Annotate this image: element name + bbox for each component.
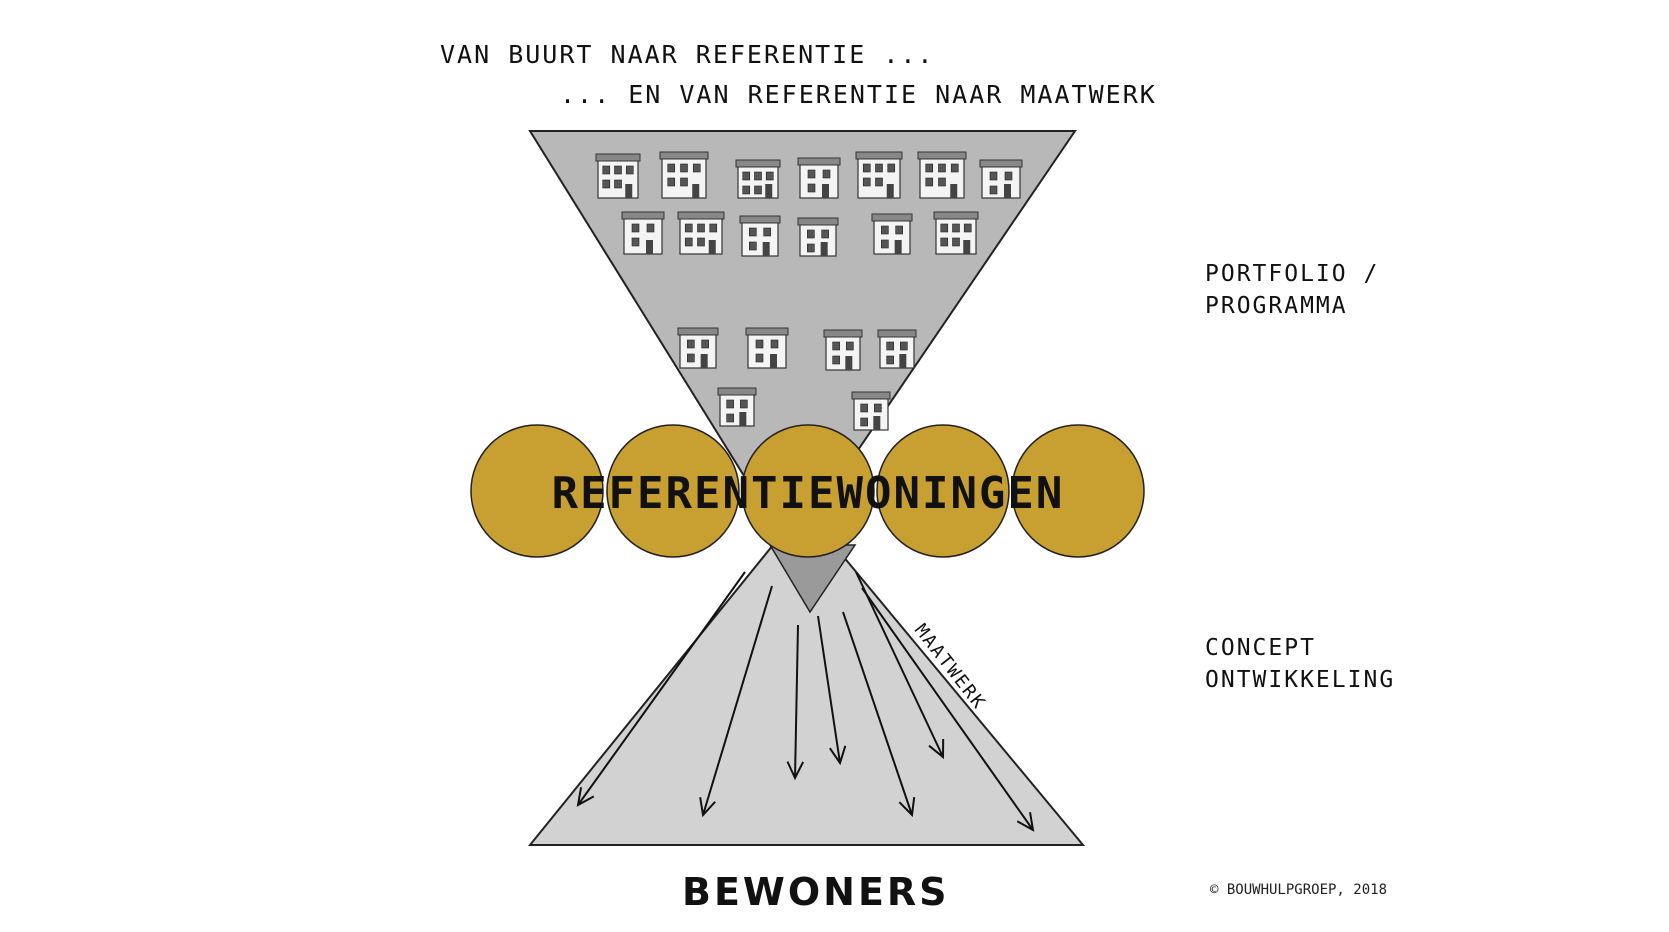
house-icon: [797, 157, 841, 199]
house-icon: [877, 329, 917, 369]
arrow-icon: [861, 587, 1035, 832]
center-label: REFERENTIEWONINGEN: [552, 468, 1065, 519]
arrow-icon: [817, 615, 847, 766]
house-icon: [979, 159, 1023, 199]
house-icon: [855, 151, 903, 199]
house-icon: [871, 213, 913, 255]
copyright-text: © BOUWHULPGROEP, 2018: [1210, 882, 1388, 898]
residents-label: BEWONERS: [682, 870, 950, 914]
house-icon: [735, 159, 781, 199]
reference-circle-5: [1011, 424, 1145, 558]
concept-triangle: [527, 506, 1086, 846]
house-icon: [933, 211, 979, 255]
house-icon: [745, 327, 789, 369]
house-icon: [739, 215, 781, 257]
portfolio-label-line-1: PORTFOLIO /: [1205, 261, 1380, 287]
reference-circle-2: [606, 424, 740, 558]
concept-label-line-2: ONTWIKKELING: [1205, 667, 1396, 693]
reference-circle-4: [876, 424, 1010, 558]
house-icon: [621, 211, 665, 255]
house-icon: [677, 327, 719, 369]
reference-circles: [470, 424, 1145, 558]
arrow-icon: [576, 571, 746, 807]
portfolio-label-line-2: PROGRAMMA: [1205, 293, 1348, 319]
house-icon: [823, 329, 863, 371]
house-icon: [595, 153, 641, 199]
house-icon: [851, 391, 891, 431]
arrow-icon: [786, 624, 805, 781]
house-icon: [717, 387, 757, 427]
house-icon: [797, 217, 839, 257]
reference-circle-1: [470, 424, 604, 558]
house-icon: [659, 151, 709, 199]
arrow-icon: [855, 571, 945, 760]
portfolio-label: PORTFOLIO / PROGRAMMA: [1205, 258, 1379, 322]
concept-label: CONCEPT ONTWIKKELING: [1205, 632, 1395, 696]
house-icons: [595, 151, 1023, 431]
house-icon: [917, 151, 967, 199]
concept-label-line-1: CONCEPT: [1205, 635, 1316, 661]
arrow-icon: [842, 611, 916, 818]
header-line-2: ... EN VAN REFERENTIE NAAR MAATWERK: [560, 80, 1157, 109]
reference-circle-3: [741, 424, 875, 558]
maatwerk-arrows: [576, 571, 1035, 832]
arrow-icon: [699, 585, 773, 818]
house-icon: [677, 211, 725, 255]
header-line-1: VAN BUURT NAAR REFERENTIE ...: [440, 40, 935, 69]
